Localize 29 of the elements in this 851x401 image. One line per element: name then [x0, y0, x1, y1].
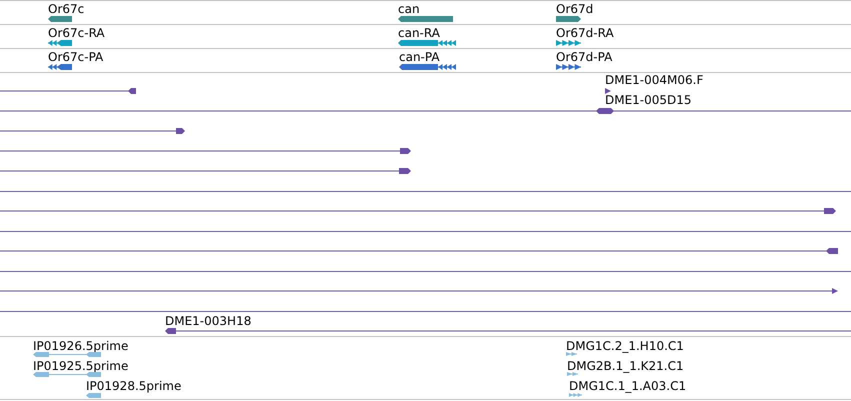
alignment-glyph	[0, 148, 411, 154]
feature-label: DMG2B.1_1.K21.C1	[567, 360, 684, 373]
feature-label: IP01925.5prime	[33, 360, 128, 373]
feature-label: DMG1C.1_1.A03.C1	[569, 380, 686, 393]
feature-label: DME1-004M06.F	[605, 74, 704, 87]
feature-label: DMG1C.2_1.H10.C1	[566, 340, 684, 353]
alignment-line	[0, 190, 851, 192]
feature-label: can-PA	[399, 51, 440, 64]
alignment-glyph	[0, 168, 411, 174]
feature-label: Or67d	[556, 3, 594, 16]
feature-label: DME1-003H18	[165, 315, 252, 328]
alignment-glyph	[0, 208, 836, 214]
feature-label: Or67c-PA	[48, 51, 104, 64]
feature-label: IP01928.5prime	[86, 380, 182, 393]
alignment-glyph	[0, 128, 185, 134]
feature-label: IP01926.5prime	[33, 340, 128, 353]
alignment-glyph	[0, 288, 838, 294]
alignment-glyph	[0, 248, 838, 254]
feature-label: can-RA	[398, 27, 440, 40]
feature-label: Or67c-RA	[48, 27, 105, 40]
alignment-line	[0, 270, 851, 272]
alignment-line	[0, 230, 851, 232]
feature-label: DME1-005D15	[605, 94, 692, 107]
alignment-glyph	[0, 88, 136, 94]
feature-label: Or67d-PA	[556, 51, 612, 64]
alignment-line	[0, 311, 851, 312]
feature-label: Or67c	[48, 3, 84, 16]
feature-label: can	[398, 3, 420, 16]
feature-label: Or67d-RA	[556, 27, 614, 40]
